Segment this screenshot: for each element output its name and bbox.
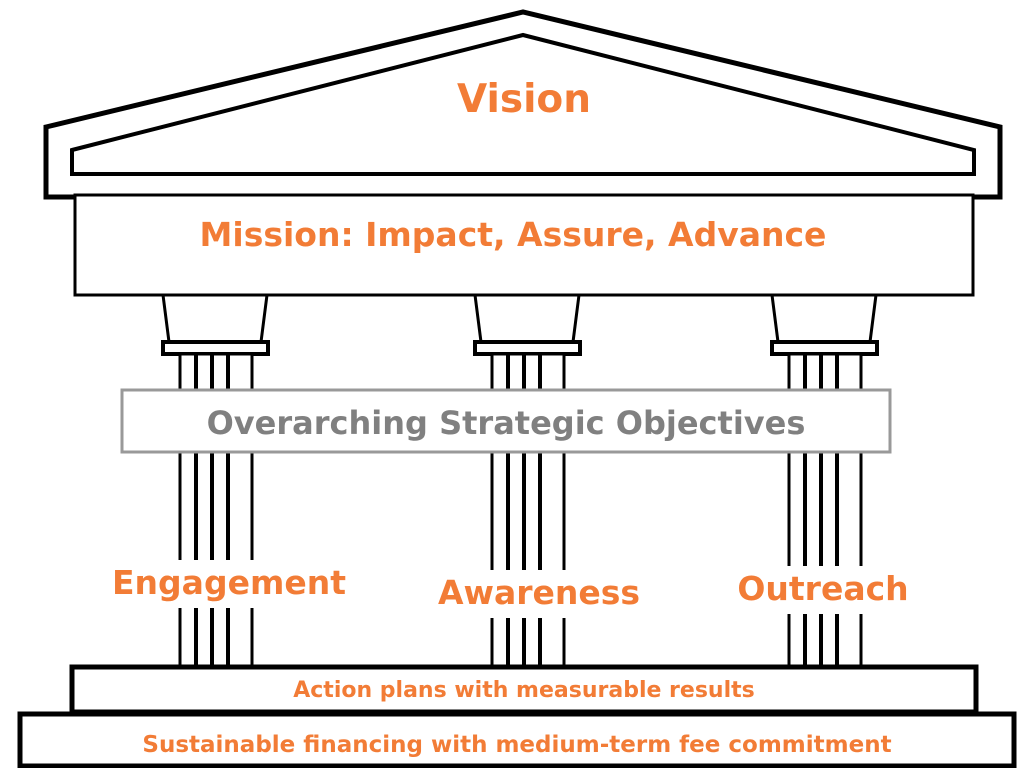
- lower-step: [17, 711, 1017, 768]
- vision-label: Vision: [456, 77, 591, 122]
- pillar-label-engagement: Engagement: [112, 563, 346, 602]
- action-plans-label: Action plans with measurable results: [293, 678, 755, 703]
- objectives-band: [120, 388, 892, 454]
- pillar-label-outreach: Outreach: [737, 569, 909, 608]
- sustainable-financing-label: Sustainable financing with medium-term f…: [142, 732, 892, 758]
- objectives-label: Overarching Strategic Objectives: [206, 404, 806, 442]
- entablature: [73, 193, 975, 297]
- upper-step: [69, 664, 979, 715]
- pediment: [43, 9, 1003, 200]
- pillar-label-backgrounds: [100, 560, 921, 618]
- mission-label: Mission: Impact, Assure, Advance: [199, 215, 827, 254]
- pillar-label-awareness: Awareness: [437, 573, 641, 612]
- column-1: [161, 293, 270, 668]
